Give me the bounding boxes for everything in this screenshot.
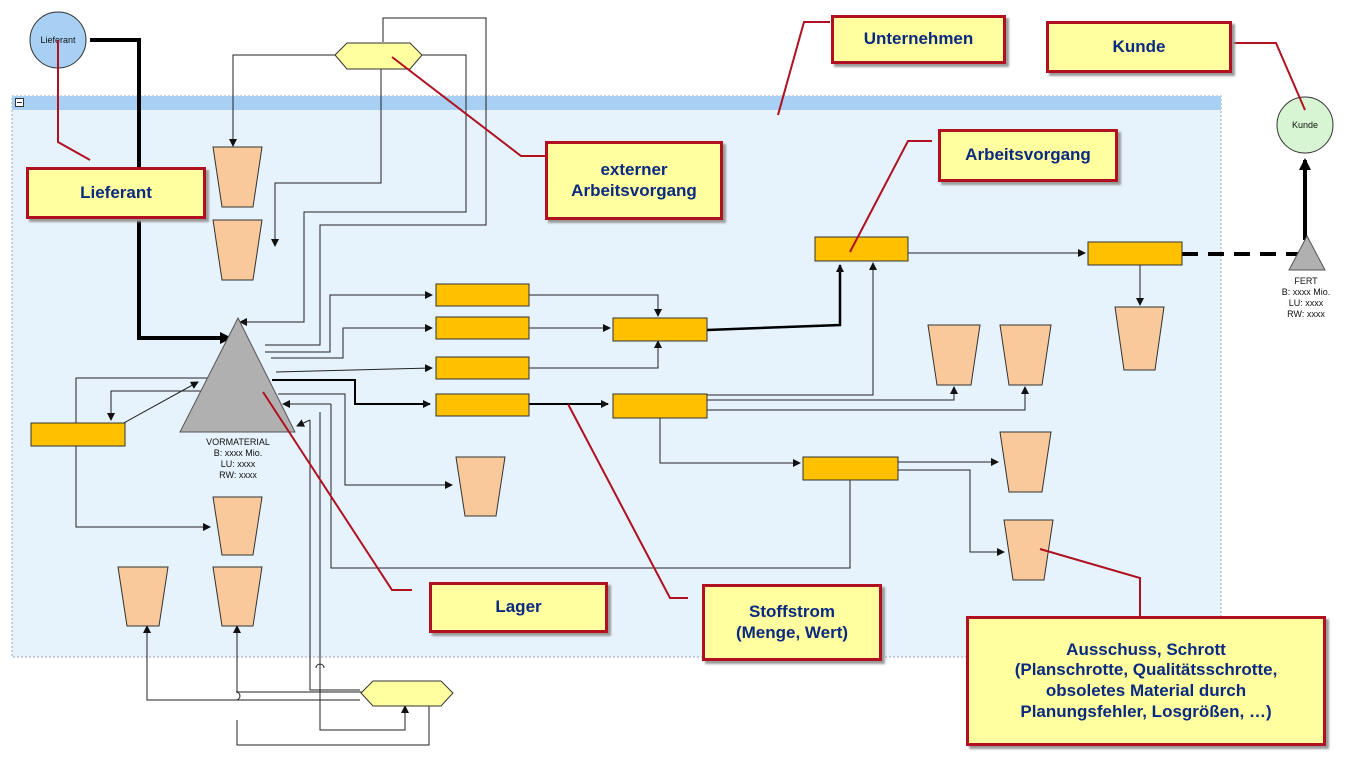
process-box[interactable] (612, 393, 708, 419)
process-box[interactable] (814, 236, 909, 262)
scrap-bucket[interactable] (455, 456, 506, 517)
scrap-bucket[interactable] (212, 566, 263, 627)
scrap-bucket[interactable] (212, 146, 263, 208)
process-box[interactable] (612, 317, 708, 342)
process-box[interactable] (30, 422, 126, 447)
external-process-bottom[interactable] (360, 680, 454, 707)
callout-unternehmen: Unternehmen (831, 15, 1006, 64)
material-flow-lines (75, 17, 1144, 746)
callout-leaders (57, 21, 1306, 618)
process-box[interactable] (435, 316, 530, 340)
customer-circle-label: Kunde (1292, 120, 1318, 130)
callout-lieferant: Lieferant (26, 167, 206, 219)
scrap-bucket[interactable] (999, 324, 1052, 386)
fert-label: FERT B: xxxx Mio. LU: xxxx RW: xxxx (1281, 276, 1331, 319)
vormaterial-label: VORMATERIAL B: xxxx Mio. LU: xxxx RW: xx… (206, 437, 270, 480)
collapse-button[interactable] (15, 98, 24, 107)
scrap-bucket[interactable] (117, 566, 169, 627)
callout-stoffstrom: Stoffstrom (Menge, Wert) (702, 584, 882, 661)
callout-lager: Lager (429, 582, 608, 633)
process-boxes (30, 236, 1183, 481)
scrap-bucket[interactable] (1114, 306, 1165, 371)
process-box[interactable] (802, 456, 899, 481)
scrap-bucket[interactable] (212, 219, 263, 281)
stock-triangle-fert[interactable] (1288, 234, 1326, 271)
scrap-bucket[interactable] (927, 324, 981, 386)
process-box[interactable] (1087, 241, 1183, 266)
scrap-bucket[interactable] (999, 431, 1052, 493)
customer-circle[interactable] (1276, 96, 1334, 154)
scrap-bucket[interactable] (212, 496, 263, 556)
stock-triangle-vormaterial[interactable] (179, 316, 296, 433)
callout-ausschuss: Ausschuss, Schrott (Planschrotte, Qualit… (966, 616, 1326, 746)
process-box[interactable] (435, 393, 530, 417)
enterprise-header (12, 96, 1221, 110)
scrap-buckets (117, 146, 1165, 627)
external-process-top[interactable] (334, 42, 423, 70)
callout-kunde: Kunde (1046, 21, 1232, 73)
callout-externer-arbeitsvorgang: externer Arbeitsvorgang (545, 141, 723, 220)
process-box[interactable] (435, 356, 530, 380)
scrap-bucket[interactable] (1003, 519, 1054, 581)
callout-arbeitsvorgang: Arbeitsvorgang (938, 129, 1118, 182)
process-box[interactable] (435, 283, 530, 307)
